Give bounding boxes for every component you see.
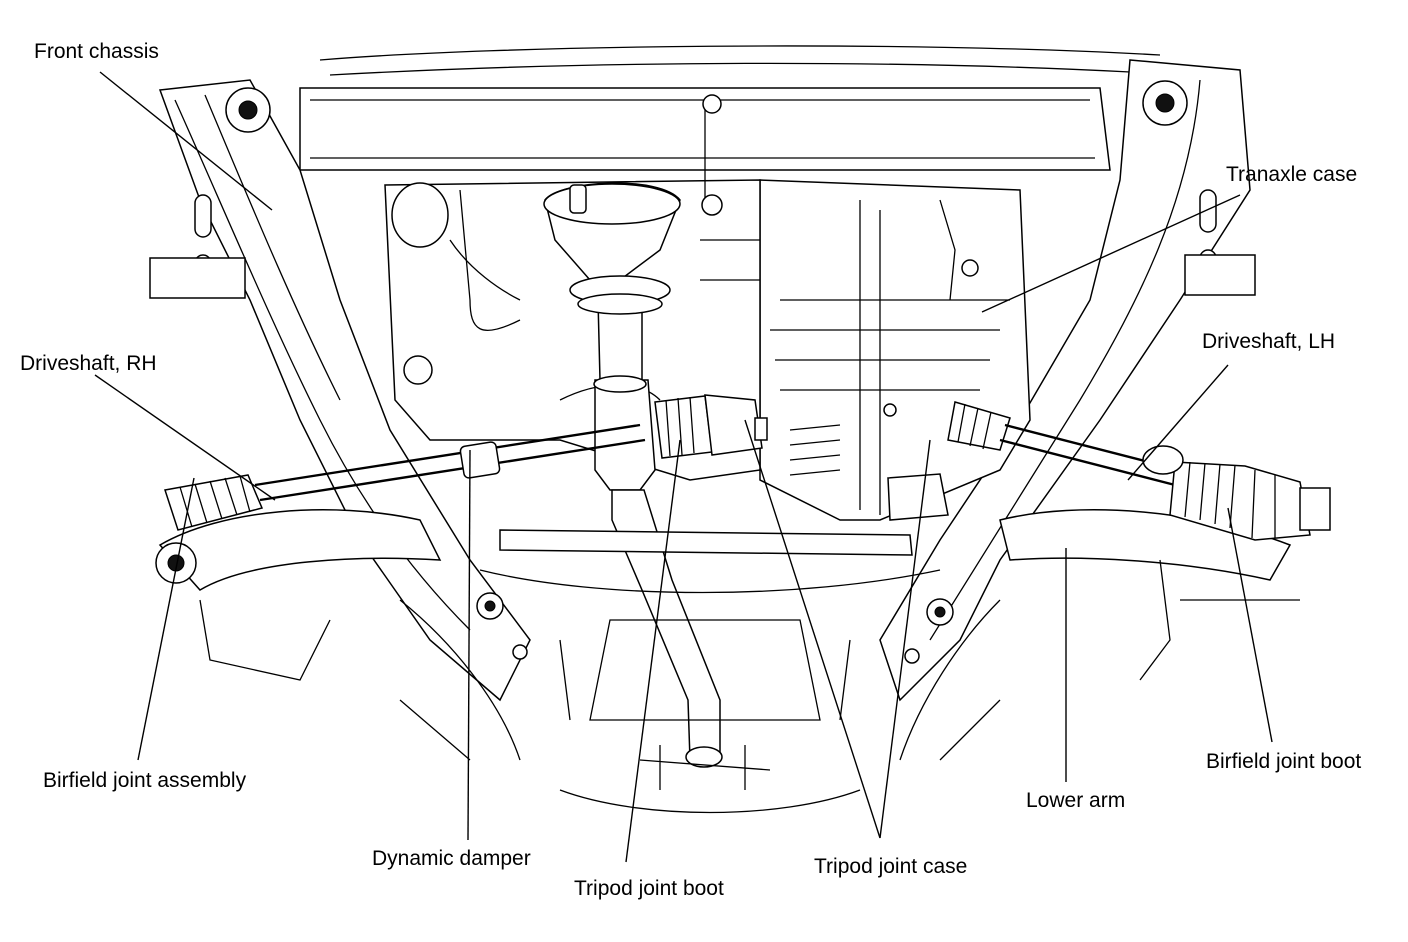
label-tranaxle-case: Tranaxle case [1226,163,1357,186]
exhaust-pipe [569,275,771,790]
label-front-chassis: Front chassis [34,40,159,63]
front-chassis-frame [149,45,1256,702]
funnel-housing [543,110,723,281]
transaxle-case [759,179,1031,521]
label-birfield-joint-assembly: Birfield joint assembly [43,769,247,792]
lower-arm-rh [155,509,442,681]
driveshaft-lh [887,401,1331,541]
callout-labels: Front chassis Tranaxle case Driveshaft, … [20,40,1361,900]
label-lower-arm: Lower arm [1026,789,1125,812]
label-tripod-joint-case: Tripod joint case [814,855,967,878]
driveshaft-rh [164,394,768,531]
label-driveshaft-rh: Driveshaft, RH [20,352,157,375]
label-driveshaft-lh: Driveshaft, LH [1202,330,1335,353]
subframe [399,529,1001,814]
label-dynamic-damper: Dynamic damper [372,847,531,870]
leader-lines [94,71,1273,863]
label-tripod-joint-boot: Tripod joint boot [574,877,724,900]
label-birfield-joint-boot: Birfield joint boot [1206,750,1361,773]
